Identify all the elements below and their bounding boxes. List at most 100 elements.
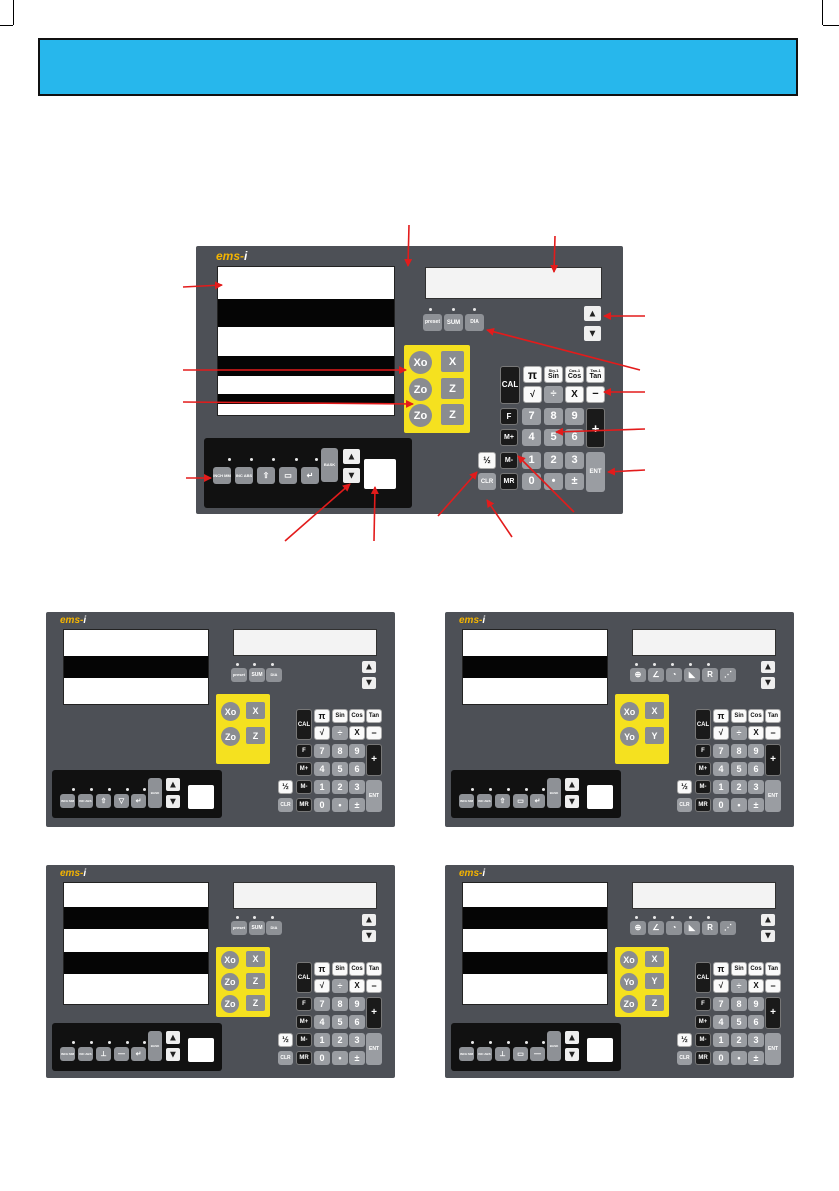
inch-mm-button[interactable]: INCH MM xyxy=(459,1047,474,1061)
bask-button[interactable]: BASK xyxy=(547,1031,561,1061)
digit-5-button[interactable]: 5 xyxy=(332,1015,348,1029)
x-axis-button[interactable]: X xyxy=(645,702,664,719)
keypad-down-button[interactable]: ▼ xyxy=(565,795,579,808)
sqrt-button[interactable]: √ xyxy=(314,979,330,993)
pi-button[interactable]: π xyxy=(314,962,330,976)
memory-minus-button[interactable]: M- xyxy=(695,1033,711,1047)
sqrt-button[interactable]: √ xyxy=(713,979,729,993)
dot-button[interactable]: • xyxy=(332,1051,348,1065)
up-arrow-button[interactable]: ▲ xyxy=(761,914,775,926)
up-arrow-button[interactable]: ▲ xyxy=(362,661,376,673)
digit-4-button[interactable]: 4 xyxy=(314,1015,330,1029)
clear-button[interactable]: CLR xyxy=(677,798,692,812)
preset-button[interactable]: preset xyxy=(231,668,247,682)
sqrt-button[interactable]: √ xyxy=(314,726,330,740)
preset-button[interactable]: preset xyxy=(231,921,247,935)
bask-button[interactable]: BASK xyxy=(321,448,338,482)
digit-7-button[interactable]: 7 xyxy=(713,997,729,1011)
digit-1-button[interactable]: 1 xyxy=(713,1033,729,1047)
sin-button[interactable]: Sin xyxy=(731,709,747,723)
digit-2-button[interactable]: 2 xyxy=(544,452,563,469)
pi-button[interactable]: π xyxy=(314,709,330,723)
x-zero-button[interactable]: Xo xyxy=(221,702,240,721)
cos-button[interactable]: Cos xyxy=(349,962,365,976)
minus-button[interactable]: − xyxy=(765,979,781,993)
half-button[interactable]: ½ xyxy=(677,1033,692,1047)
digit-3-button[interactable]: 3 xyxy=(349,1033,365,1047)
memory-plus-button[interactable]: M+ xyxy=(296,762,312,776)
down-arrow-button[interactable]: ▼ xyxy=(761,677,775,689)
digit-4-button[interactable]: 4 xyxy=(314,762,330,776)
z-zero-button[interactable]: Zo xyxy=(221,727,240,746)
digit-0-button[interactable]: 0 xyxy=(314,1051,330,1065)
sin-button[interactable]: Sin xyxy=(332,709,348,723)
divide-button[interactable]: ÷ xyxy=(544,386,563,403)
inch-mm-button[interactable]: INCH MM xyxy=(60,794,75,808)
digit-1-button[interactable]: 1 xyxy=(314,780,330,794)
memory-plus-button[interactable]: M+ xyxy=(695,762,711,776)
cos-button[interactable]: Cos xyxy=(748,709,764,723)
angle-button[interactable]: ∠ xyxy=(648,921,664,935)
z-axis-button[interactable]: Z xyxy=(246,973,265,989)
frame-button[interactable]: ▭ xyxy=(513,1047,528,1061)
z-zero-button[interactable]: Zo xyxy=(221,973,239,991)
z0-axis-button[interactable]: Z xyxy=(441,404,464,425)
digit-4-button[interactable]: 4 xyxy=(522,429,541,446)
inch-mm-button[interactable]: INCH MM xyxy=(459,794,474,808)
return-button[interactable]: ↵ xyxy=(131,794,146,808)
x-axis-button[interactable]: X xyxy=(246,702,265,719)
y-zero-button[interactable]: Yo xyxy=(620,973,638,991)
memory-plus-button[interactable]: M+ xyxy=(296,1015,312,1029)
digit-5-button[interactable]: 5 xyxy=(731,1015,747,1029)
keypad-down-button[interactable]: ▼ xyxy=(565,1048,579,1061)
return-button[interactable]: ↵ xyxy=(530,794,545,808)
digit-2-button[interactable]: 2 xyxy=(731,1033,747,1047)
plus-minus-button[interactable]: ± xyxy=(748,798,764,812)
digit-9-button[interactable]: 9 xyxy=(565,408,584,425)
half-button[interactable]: ½ xyxy=(478,452,496,469)
down-arrow-button[interactable]: ▼ xyxy=(362,677,376,689)
enter-button[interactable]: ENT xyxy=(586,452,605,492)
plus-minus-button[interactable]: ± xyxy=(565,473,584,490)
dia-button[interactable]: DIA xyxy=(266,921,282,935)
arc-button[interactable]: ◔ xyxy=(666,668,682,682)
slope-button[interactable]: ◣ xyxy=(684,668,700,682)
clear-button[interactable]: CLR xyxy=(278,1051,293,1065)
inc-abs-button[interactable]: INC ABS xyxy=(477,794,492,808)
divide-button[interactable]: ÷ xyxy=(332,979,348,993)
tool-button[interactable]: ⇧ xyxy=(495,794,510,808)
z-axis-button[interactable]: Z xyxy=(645,995,664,1011)
enter-button[interactable]: ENT xyxy=(366,1033,382,1065)
bask-button[interactable]: BASK xyxy=(547,778,561,808)
digit-2-button[interactable]: 2 xyxy=(332,780,348,794)
frame-button[interactable]: ▭ xyxy=(279,467,297,484)
digit-3-button[interactable]: 3 xyxy=(748,780,764,794)
angle-button[interactable]: ∠ xyxy=(648,668,664,682)
divide-button[interactable]: ÷ xyxy=(332,726,348,740)
memory-minus-button[interactable]: M- xyxy=(296,780,312,794)
x-zero-button[interactable]: Xo xyxy=(620,702,639,721)
y-axis-button[interactable]: Y xyxy=(645,973,664,989)
memory-plus-button[interactable]: M+ xyxy=(500,429,518,446)
slope-button[interactable]: ◣ xyxy=(684,921,700,935)
digit-2-button[interactable]: 2 xyxy=(332,1033,348,1047)
frame-button[interactable]: — xyxy=(114,1047,129,1061)
x-axis-button[interactable]: X xyxy=(246,951,265,967)
tool-button[interactable]: ⊥ xyxy=(495,1047,510,1061)
digit-5-button[interactable]: 5 xyxy=(731,762,747,776)
radius-button[interactable]: R xyxy=(702,668,718,682)
z-axis-button[interactable]: Z xyxy=(441,378,464,399)
multiply-button[interactable]: X xyxy=(748,726,764,740)
divide-button[interactable]: ÷ xyxy=(731,726,747,740)
minus-button[interactable]: − xyxy=(765,726,781,740)
sum-button[interactable]: SUM xyxy=(249,668,265,682)
plus-button[interactable]: + xyxy=(366,997,382,1029)
digit-6-button[interactable]: 6 xyxy=(349,762,365,776)
multiply-button[interactable]: X xyxy=(565,386,584,403)
memory-recall-button[interactable]: MR xyxy=(296,798,312,812)
enter-button[interactable]: ENT xyxy=(366,780,382,812)
plus-button[interactable]: + xyxy=(366,744,382,776)
inc-abs-button[interactable]: INC ABS xyxy=(235,467,253,484)
digit-7-button[interactable]: 7 xyxy=(314,744,330,758)
